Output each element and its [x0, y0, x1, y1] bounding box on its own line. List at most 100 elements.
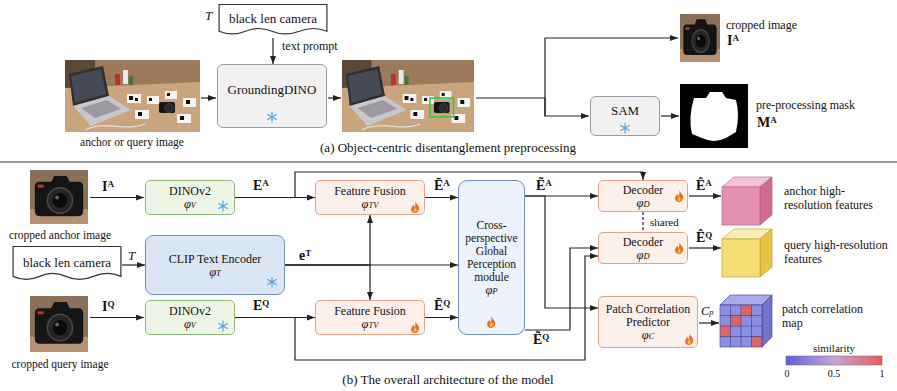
scene-photo: [65, 60, 200, 132]
node-title: CLIP Text Encoder: [169, 253, 261, 266]
edge-label: ẼQ: [532, 333, 550, 347]
decoder-box: DecoderφD: [598, 180, 688, 212]
connector: [425, 197, 458, 198]
frozen-icon: [621, 123, 630, 133]
node-title: DINOv2: [169, 305, 211, 318]
math-symbol: MA: [757, 116, 777, 130]
node-title: Patch Correlation Predictor: [602, 303, 694, 329]
image-caption: cropped query image: [11, 357, 108, 371]
mask-picture: [680, 84, 748, 148]
math-symbol: Cp: [701, 305, 714, 317]
math-symbol: φV: [184, 198, 196, 210]
node-title: Cross-perspective Global Perception modu…: [462, 219, 521, 284]
math-symbol: φTV: [362, 198, 379, 210]
edge-label: EQ: [252, 299, 270, 313]
anchor-photo: [30, 170, 88, 224]
text-symbol: T: [205, 9, 212, 23]
tag-outline: [219, 4, 327, 34]
feature-cube: [722, 229, 772, 277]
module-box: Cross-perspective Global Perception modu…: [458, 180, 525, 335]
math-symbol: φTV: [362, 318, 379, 330]
section-divider: [0, 161, 897, 162]
figure-caption: (b) The overall architecture of the mode…: [342, 373, 553, 387]
output-label: anchor high-resolution features: [784, 184, 892, 212]
node-title: Feature Fusion: [334, 185, 406, 198]
math-symbol: IA: [102, 180, 114, 194]
query-photo: [30, 296, 88, 352]
frozen-icon: [219, 201, 228, 211]
edge-label: ĒQ: [433, 299, 451, 313]
connector: [285, 264, 458, 265]
output-label: pre-processing mask: [756, 98, 855, 112]
edge-label: T: [127, 249, 136, 263]
node-title: SAM: [611, 103, 639, 118]
edge-label: ĒA: [433, 179, 451, 193]
output-label: patch correlation map: [782, 302, 886, 330]
math-symbol: φC: [642, 329, 655, 341]
frozen-icon: [268, 112, 277, 122]
math-symbol: ÊA: [696, 179, 712, 193]
math-symbol: ÊQ: [696, 231, 712, 245]
math-symbol: φD: [636, 249, 649, 261]
image-caption: cropped anchor image: [9, 228, 111, 242]
connector: [235, 256, 598, 360]
connector: [525, 196, 598, 308]
fusion-box: Feature FusionφTV: [315, 300, 425, 335]
figure-caption: (a) Object-centric disentanglement prepr…: [320, 141, 576, 155]
edge-label: shared: [649, 215, 680, 229]
math-symbol: φD: [636, 197, 649, 209]
connector: [122, 264, 145, 265]
text-prompt: black len camera: [12, 246, 122, 284]
colorbar: [786, 356, 882, 365]
math-symbol: IQ: [102, 300, 114, 314]
node-title: DINOv2: [169, 185, 211, 198]
math-symbol: φT: [209, 266, 221, 278]
detected-photo: [342, 60, 474, 132]
colorbar-tick: 1: [880, 367, 885, 381]
image-caption: anchor or query image: [80, 135, 184, 149]
connector: [425, 317, 458, 318]
connector: [525, 248, 598, 330]
math-symbol: φP: [485, 284, 497, 296]
trainable-icon: [675, 190, 683, 202]
fusion-box: Feature FusionφTV: [315, 180, 425, 215]
node-title: GroundingDINO: [228, 82, 317, 97]
connector: [272, 38, 273, 64]
output-label: cropped image: [726, 18, 797, 32]
colorbar-tick: 0.5: [828, 367, 841, 381]
trainable-icon: [411, 201, 419, 213]
math-symbol: IA: [727, 34, 739, 48]
correlation-cube: [720, 295, 772, 347]
colorbar-tick: 0: [785, 367, 790, 381]
predictor-box: Patch Correlation PredictorφC: [598, 296, 698, 348]
text-prompt: black len camera: [218, 4, 328, 38]
frozen-icon: [268, 277, 277, 287]
tag-outline: [13, 246, 121, 279]
trainable-icon: [411, 321, 419, 333]
output-label: query high-resolution features: [784, 238, 892, 266]
model-box: SAM: [590, 96, 660, 136]
model-box: GroundingDINO: [217, 64, 327, 128]
edge-label: EA: [252, 179, 270, 193]
encoder-box: DINOv2φV: [145, 180, 235, 215]
node-title: Feature Fusion: [334, 305, 406, 318]
colorbar-title: similarity: [813, 341, 855, 355]
connector: [642, 212, 643, 232]
trainable-icon: [487, 316, 495, 328]
encoder-box: CLIP Text EncoderφT: [145, 235, 285, 295]
edge-label: text prompt: [281, 39, 339, 53]
edge-label: eT: [298, 249, 312, 263]
encoder-box: DINOv2φV: [145, 300, 235, 335]
node-title: black len camera: [229, 11, 317, 26]
trainable-icon: [675, 242, 683, 254]
connector: [285, 215, 370, 265]
node-title: Decoder: [623, 236, 664, 249]
decoder-box: DecoderφD: [598, 232, 688, 264]
connector: [235, 172, 643, 198]
cropped-photo: [680, 14, 720, 62]
math-symbol: φV: [184, 318, 196, 330]
frozen-icon: [219, 321, 228, 331]
node-title: Decoder: [623, 184, 664, 197]
